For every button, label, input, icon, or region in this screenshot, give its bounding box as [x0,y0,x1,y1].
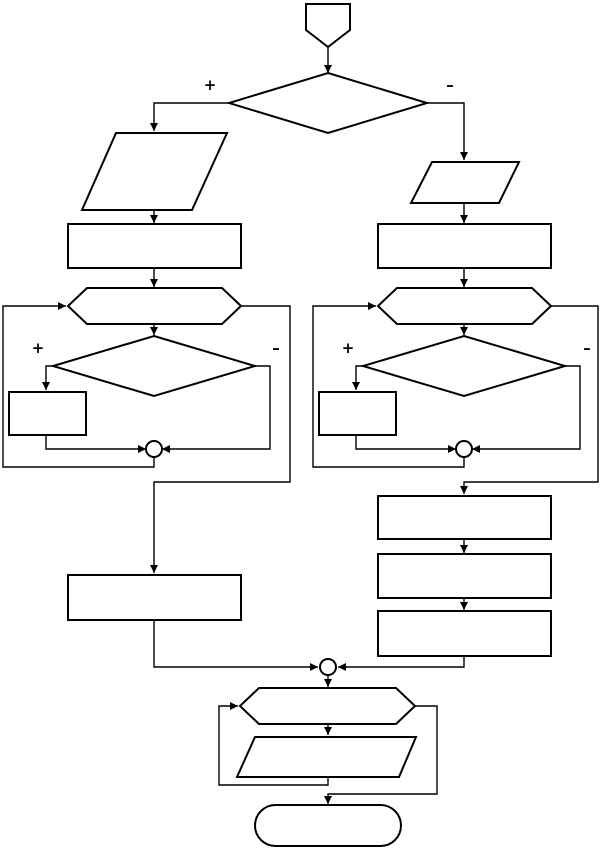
left-inner-yes-label: + [32,339,45,357]
output-loop-exit-line [324,705,438,804]
start-connector [305,3,351,49]
main-decision [225,71,431,135]
right-loop-hexagon [376,287,553,325]
left-loop-hexagon [66,287,243,325]
right-inner-yes-line [352,365,363,390]
right-inner-process-box [318,391,397,436]
left-inner-process-to-join [45,435,146,453]
merge-connector [319,658,337,676]
right-input-parallelogram [409,161,521,204]
left-inner-no-label: – [272,339,280,357]
right-to-merge-line [338,656,465,671]
right-inner-yes-label: + [342,339,355,357]
right-inner-no-label: – [583,339,591,357]
left-inner-process-box [8,391,87,436]
right-process-box-2 [377,495,552,540]
left-inner-no-line [162,365,271,453]
right-loop-exit-line [460,305,599,494]
main-no-label: – [446,76,454,94]
left-final-process-box [67,574,242,621]
left-process-box [67,223,242,269]
left-loop-exit-line [150,305,291,573]
right-process-box-3 [377,553,552,599]
right-inner-process-to-join [355,435,456,453]
left-inner-decision [49,334,259,398]
left-inner-join-connector [145,440,163,458]
branch-no-line [427,102,468,160]
left-to-merge-line [153,620,318,671]
branch-yes-line [150,102,229,131]
output-loop-back-line [218,702,329,786]
right-loop-back-line [312,302,465,468]
end-terminator [254,804,402,847]
right-inner-decision [359,334,569,398]
main-yes-label: + [204,76,217,94]
right-process-box [377,223,552,269]
right-process-box-4 [377,610,552,657]
left-input-parallelogram [80,132,229,211]
output-parallelogram [235,736,418,778]
left-inner-yes-line [42,365,53,390]
right-inner-no-line [472,365,581,453]
left-loop-back-line [2,302,155,468]
output-loop-hexagon [238,687,417,725]
right-inner-join-connector [455,440,473,458]
